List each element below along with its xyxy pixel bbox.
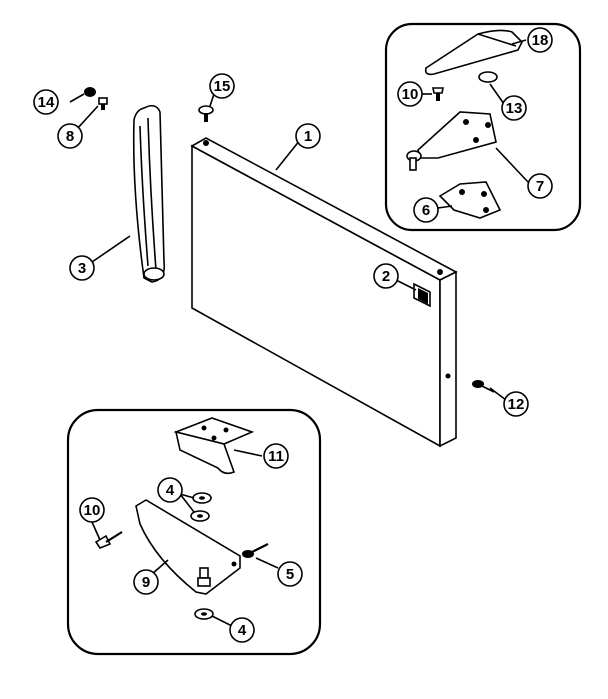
hinge-inset-top (384, 22, 582, 232)
callout-10-bottom-label: 10 (84, 502, 101, 519)
callout-8-label: 8 (66, 128, 74, 145)
washer-lower (194, 608, 214, 620)
callout-6: 6 (413, 197, 439, 223)
callout-15: 15 (209, 73, 235, 99)
callout-13: 13 (501, 95, 527, 121)
door-panel-group (190, 137, 458, 448)
callout-10-top: 10 (397, 81, 423, 107)
screw-top (432, 87, 444, 101)
side-screw (472, 380, 495, 393)
inset-frame-top (384, 22, 582, 232)
callout-13-label: 13 (506, 100, 523, 117)
callout-14-label: 14 (38, 94, 55, 111)
callout-12: 12 (503, 391, 529, 417)
callout-10-top-label: 10 (402, 86, 419, 103)
hinge-cover (424, 29, 523, 76)
callout-3-label: 3 (78, 260, 86, 277)
upper-hinge (406, 111, 497, 171)
hinge-shim (438, 181, 502, 219)
callout-5-label: 5 (286, 566, 294, 583)
handle-screw (98, 97, 108, 110)
callout-4-upper-label: 4 (166, 482, 175, 499)
callout-9-label: 9 (142, 574, 150, 591)
handle-plug (84, 87, 96, 97)
lower-hinge (135, 499, 241, 595)
callout-1-label: 1 (304, 128, 312, 145)
callout-2: 2 (373, 263, 399, 289)
door-handle (132, 104, 166, 283)
washer-upper-2 (190, 510, 210, 522)
callout-4-lower-label: 4 (238, 622, 247, 639)
hinge-cap (478, 71, 498, 83)
callout-11: 11 (263, 443, 289, 469)
callout-6-label: 6 (422, 202, 430, 219)
callout-4-upper: 4 (157, 477, 183, 503)
callout-10-bottom: 10 (79, 497, 105, 523)
callout-18: 18 (527, 27, 553, 53)
washer-upper-1 (192, 492, 212, 504)
callout-7-label: 7 (536, 178, 544, 195)
top-screw (198, 105, 214, 122)
callout-9: 9 (133, 569, 159, 595)
hinge-screw (242, 543, 269, 558)
callout-8: 8 (57, 123, 83, 149)
callout-18-label: 18 (532, 32, 549, 49)
callout-2-label: 2 (382, 268, 390, 285)
callout-14: 14 (33, 89, 59, 115)
callout-11-label: 11 (268, 448, 284, 465)
hinge-inset-bottom (66, 408, 322, 656)
screw-bottom (94, 531, 123, 549)
inset-frame-bottom (66, 408, 322, 656)
callout-3: 3 (69, 255, 95, 281)
callout-1: 1 (295, 123, 321, 149)
callout-15-label: 15 (214, 78, 231, 95)
callout-12-label: 12 (508, 396, 525, 413)
callout-7: 7 (527, 173, 553, 199)
door-panel (191, 144, 441, 448)
lower-bracket (173, 417, 255, 475)
callout-4-lower: 4 (229, 617, 255, 643)
callout-5: 5 (277, 561, 303, 587)
